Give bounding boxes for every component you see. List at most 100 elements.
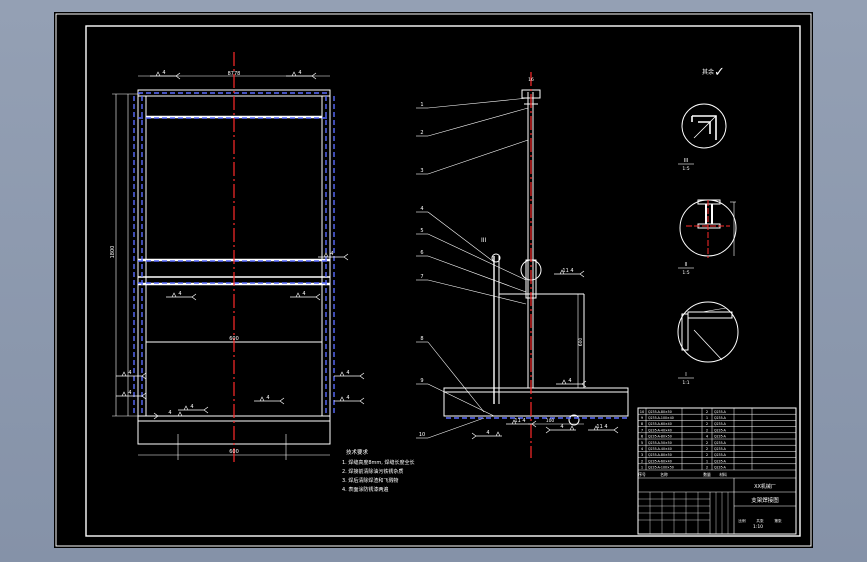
checkmark-icon: ✓ [714, 65, 725, 80]
weld-size-label: 4 [302, 291, 305, 297]
weld-symbol: 4 [150, 70, 181, 80]
detail-scale: 1:5 [682, 270, 689, 276]
weld-size-label: 4 [190, 404, 193, 410]
weld-size-label: 4 [128, 390, 131, 396]
weld-symbol: 11 4 [506, 418, 537, 428]
notes-title: 技术要求 [346, 448, 369, 456]
weld-symbol: 4 [116, 390, 147, 400]
parts-list-header: 序号 [638, 472, 646, 477]
detail-scale: 1:5 [682, 166, 689, 172]
row-name: Q235-A-50×50 [648, 441, 672, 445]
note-line: 1. 焊缝高度8mm, 焊缝长度全长 [342, 459, 414, 466]
detail-id: III [684, 158, 688, 164]
side-view [427, 89, 629, 439]
weld-symbol: 4 [178, 404, 209, 414]
side-top-dimension: 16 [528, 77, 534, 83]
top-dimension: 8778 [228, 71, 241, 77]
sheet-label: 第张 [774, 518, 782, 523]
technical-notes: 技术要求 1. 焊缝高度8mm, 焊缝长度全长 2. 焊接前清除油污铁锈杂质 3. … [342, 448, 414, 493]
outer-frame [55, 13, 812, 547]
bottom-dimension: 600 [229, 449, 239, 455]
weld-size-label: 4 [266, 395, 269, 401]
base-dimension: 100 [546, 418, 555, 424]
row-qty: 2 [706, 453, 708, 457]
detail-id: I [685, 372, 686, 378]
row-number: 4 [641, 447, 644, 451]
row-material: Q235-A [714, 453, 727, 457]
weld-symbol: 4 [286, 70, 317, 80]
surface-roughness-mark: 其余 ✓ [702, 65, 725, 80]
inner-frame [85, 25, 801, 537]
note-line: 2. 焊接前清除油污铁锈杂质 [342, 468, 403, 475]
weld-size-label: 4 [178, 291, 181, 297]
weld-size-label: 11 4 [596, 424, 607, 430]
row-name: Q235-A-60×40 [648, 422, 672, 426]
weld-symbol: 4 [166, 291, 197, 301]
part-number: 8 [420, 336, 423, 342]
weld-symbol: 4 [545, 424, 576, 434]
row-name: Q235-A-80×50 [648, 453, 672, 457]
row-material: Q235-A [714, 466, 727, 470]
roughness-prefix: 其余 [702, 68, 714, 76]
row-number: 5 [641, 441, 643, 445]
row-number: 6 [641, 435, 644, 439]
row-material: Q235-A [714, 410, 727, 414]
weld-symbol: 4 [153, 410, 184, 420]
weld-size-label: 4 [568, 378, 571, 384]
weld-symbol: 4 [471, 430, 502, 440]
row-material: Q235-A [714, 441, 727, 445]
row-number: 1 [641, 466, 643, 470]
weld-size-label: 11 4 [562, 268, 573, 274]
row-name: Q235-A-80×50 [648, 435, 672, 439]
row-qty: 2 [706, 428, 708, 432]
weld-size-label: 4 [486, 430, 489, 436]
front-view [112, 75, 331, 460]
note-line: 3. 焊后清除焊渣和飞溅物 [342, 477, 398, 484]
row-qty: 2 [706, 441, 708, 445]
row-qty: 4 [706, 435, 709, 439]
detail-id: II [685, 262, 688, 268]
weld-symbol: 11 4 [588, 424, 619, 434]
row-qty: 1 [706, 459, 708, 463]
row-number: 7 [641, 428, 643, 432]
part-number: 10 [419, 432, 425, 438]
sheet-label: 比例 [738, 518, 746, 523]
weld-symbol: 4 [556, 378, 587, 388]
row-qty: 2 [706, 410, 708, 414]
row-number: 2 [641, 459, 643, 463]
weld-size-label: 4 [346, 370, 349, 376]
row-number: 10 [640, 410, 645, 414]
note-line: 4. 表面涂防锈漆两遍 [342, 486, 388, 493]
row-qty: 2 [706, 466, 708, 470]
weld-symbol: 4 [254, 395, 285, 405]
company-name: XX机械厂 [754, 483, 776, 490]
weld-size-label: 4 [560, 424, 563, 430]
part-number: 3 [420, 168, 423, 174]
weld-symbol: 4 [334, 395, 365, 405]
row-qty: 2 [706, 447, 708, 451]
center-dimension: 600 [229, 336, 239, 342]
detail-scale: 1:1 [682, 380, 689, 386]
part-number: 4 [420, 206, 423, 212]
weld-symbol: 4 [318, 251, 349, 261]
part-number: 7 [420, 274, 423, 280]
weld-size-label: 4 [128, 370, 131, 376]
side-dimension: 1800 [110, 246, 116, 259]
parts-list-header: 名称 [660, 472, 668, 477]
weld-symbol: 11 4 [554, 268, 585, 278]
row-material: Q235-A [714, 416, 727, 420]
row-name: Q235-A-100×40 [648, 416, 674, 420]
row-number: 8 [641, 422, 644, 426]
